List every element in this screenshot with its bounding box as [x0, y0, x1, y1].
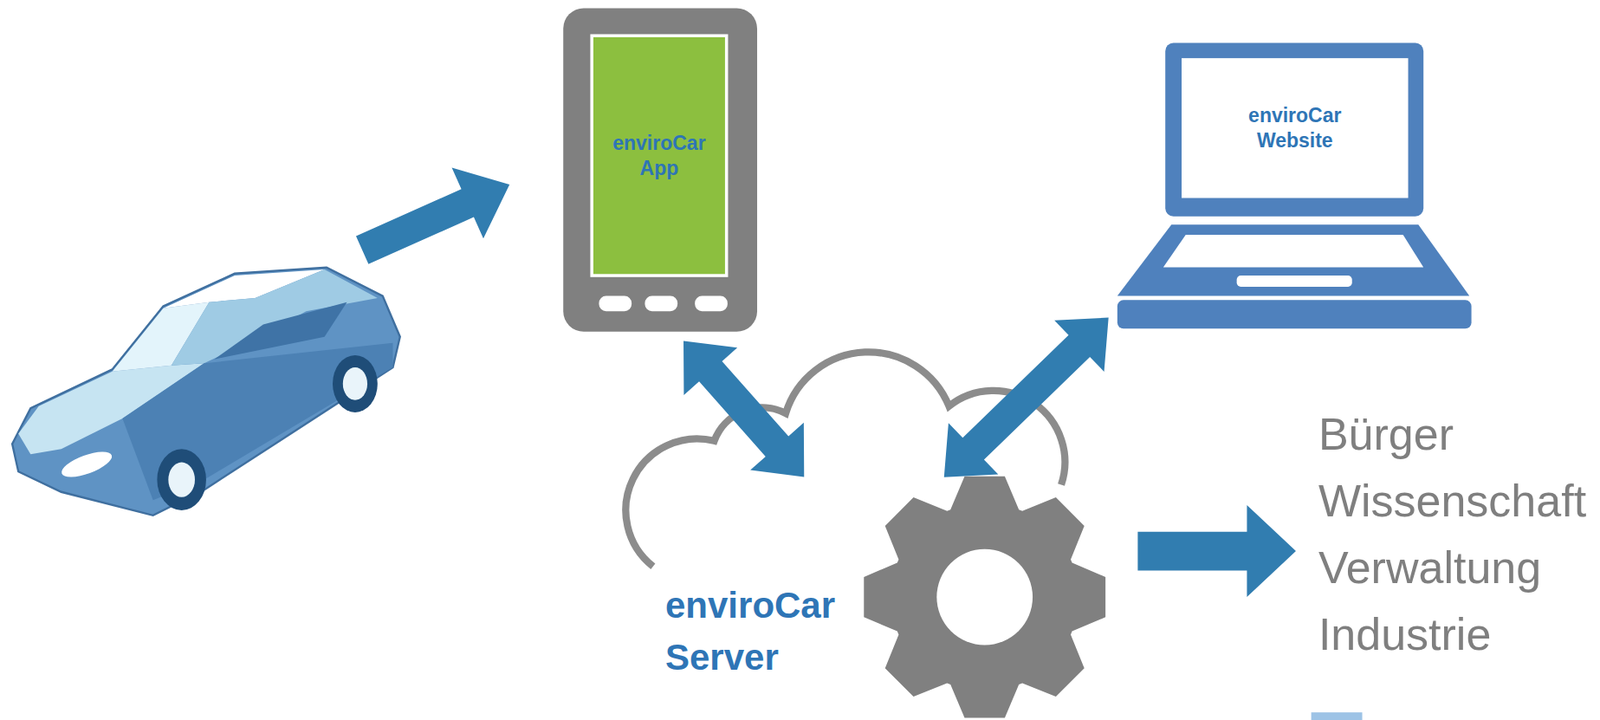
double-arrow [683, 340, 804, 477]
node-label: enviroCar App [604, 130, 713, 182]
website-node: enviroCar Website [1117, 40, 1472, 332]
car-arrow [346, 148, 525, 286]
phone-illustration [563, 7, 758, 331]
audience-label: Bürger [1318, 401, 1587, 468]
audience-label: Industrie [1318, 601, 1587, 668]
audience-label: Wissenschaft [1318, 467, 1587, 535]
double-arrow [944, 317, 1109, 478]
laptop-illustration [1117, 42, 1472, 329]
text-area: enviroCar App [591, 35, 726, 276]
gear-hole [936, 549, 1033, 646]
corner-mark [1311, 712, 1363, 720]
audience-label: Verwaltung [1318, 534, 1587, 602]
app-node: enviroCar App [563, 7, 758, 331]
server-node: enviroCar Server [658, 479, 1113, 720]
node-label: enviroCar Server [665, 579, 848, 684]
gear-symbol [863, 476, 1106, 719]
node-label: enviroCar Website [1240, 103, 1349, 154]
output-arrow [1137, 505, 1296, 597]
text-area: enviroCar Website [1181, 58, 1409, 198]
audience-list: BürgerWissenschaftVerwaltungIndustrie [1318, 401, 1587, 668]
car-illustration [12, 267, 401, 516]
text-area: enviroCar Server [665, 579, 855, 693]
gear-body [863, 476, 1106, 719]
